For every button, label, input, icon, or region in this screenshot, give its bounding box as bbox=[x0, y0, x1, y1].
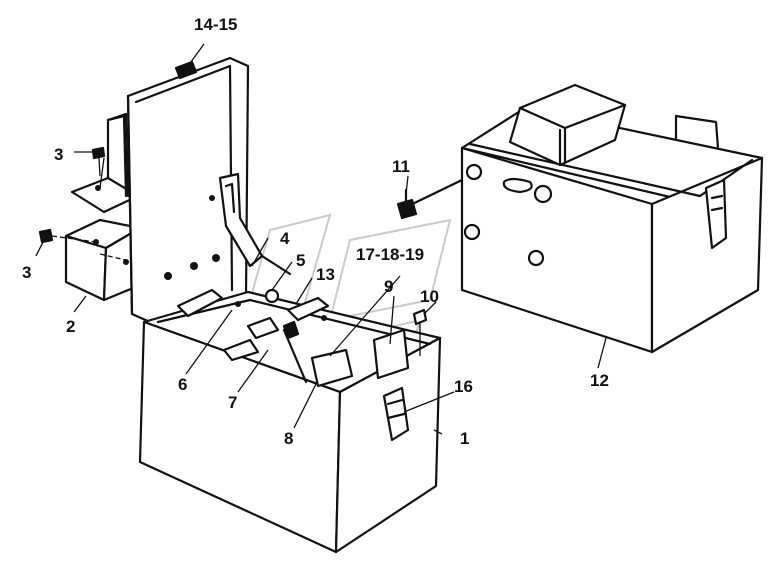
leader-lines bbox=[35, 43, 607, 435]
label-5: 5 bbox=[296, 251, 305, 270]
label-11: 11 bbox=[392, 157, 410, 176]
label-3-upper: 3 bbox=[54, 145, 63, 164]
label-13: 13 bbox=[316, 265, 335, 284]
label-3-lower: 3 bbox=[22, 263, 31, 282]
label-12: 12 bbox=[590, 371, 609, 390]
label-2: 2 bbox=[66, 317, 75, 336]
part-labels: 14-15 3 3 2 11 4 5 13 17-18-19 9 10 6 7 … bbox=[22, 15, 609, 448]
label-9: 9 bbox=[384, 277, 393, 296]
screws-part-3 bbox=[38, 146, 106, 244]
label-17-18-19: 17-18-19 bbox=[356, 245, 424, 264]
bolt-part-11 bbox=[396, 178, 464, 220]
label-8: 8 bbox=[284, 429, 293, 448]
open-box-part-1 bbox=[106, 56, 442, 554]
label-16: 16 bbox=[454, 377, 473, 396]
label-1: 1 bbox=[460, 429, 469, 448]
label-10: 10 bbox=[420, 287, 439, 306]
label-14-15: 14-15 bbox=[194, 15, 237, 34]
closed-box-part-12 bbox=[460, 83, 764, 354]
label-6: 6 bbox=[178, 375, 187, 394]
label-7: 7 bbox=[228, 393, 237, 412]
label-4: 4 bbox=[280, 229, 290, 248]
